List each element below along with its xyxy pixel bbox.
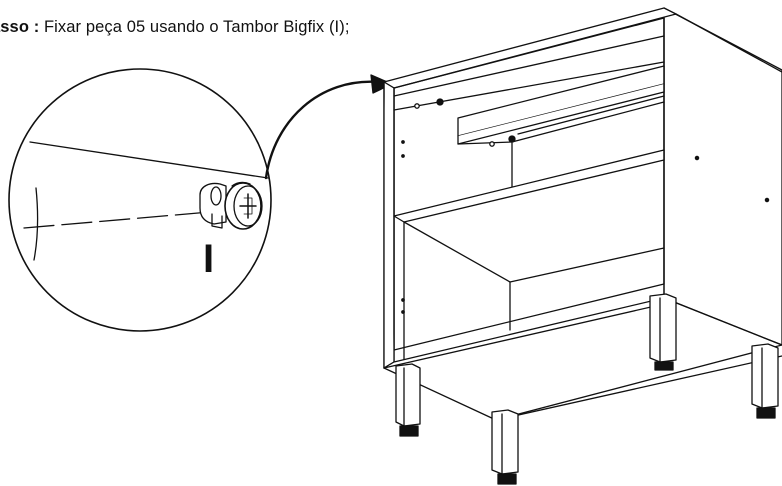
instruction-text: asso : Fixar peça 05 usando o Tambor Big… [0, 18, 350, 37]
leg-front-center [491, 409, 519, 485]
leg-back-right [751, 343, 779, 419]
cabinet-legs [395, 293, 779, 485]
leg-back-center [649, 293, 677, 371]
part-label-i: I [203, 237, 214, 281]
step-label: asso : [0, 18, 40, 36]
callout-arrow [264, 74, 393, 180]
step-description: Fixar peça 05 usando o Tambor Bigfix (I)… [43, 18, 350, 36]
cabinet [383, 7, 782, 421]
detail-magnifier: I [8, 68, 272, 332]
cam-lock-fitting [199, 181, 263, 230]
leg-front-left [395, 363, 421, 437]
